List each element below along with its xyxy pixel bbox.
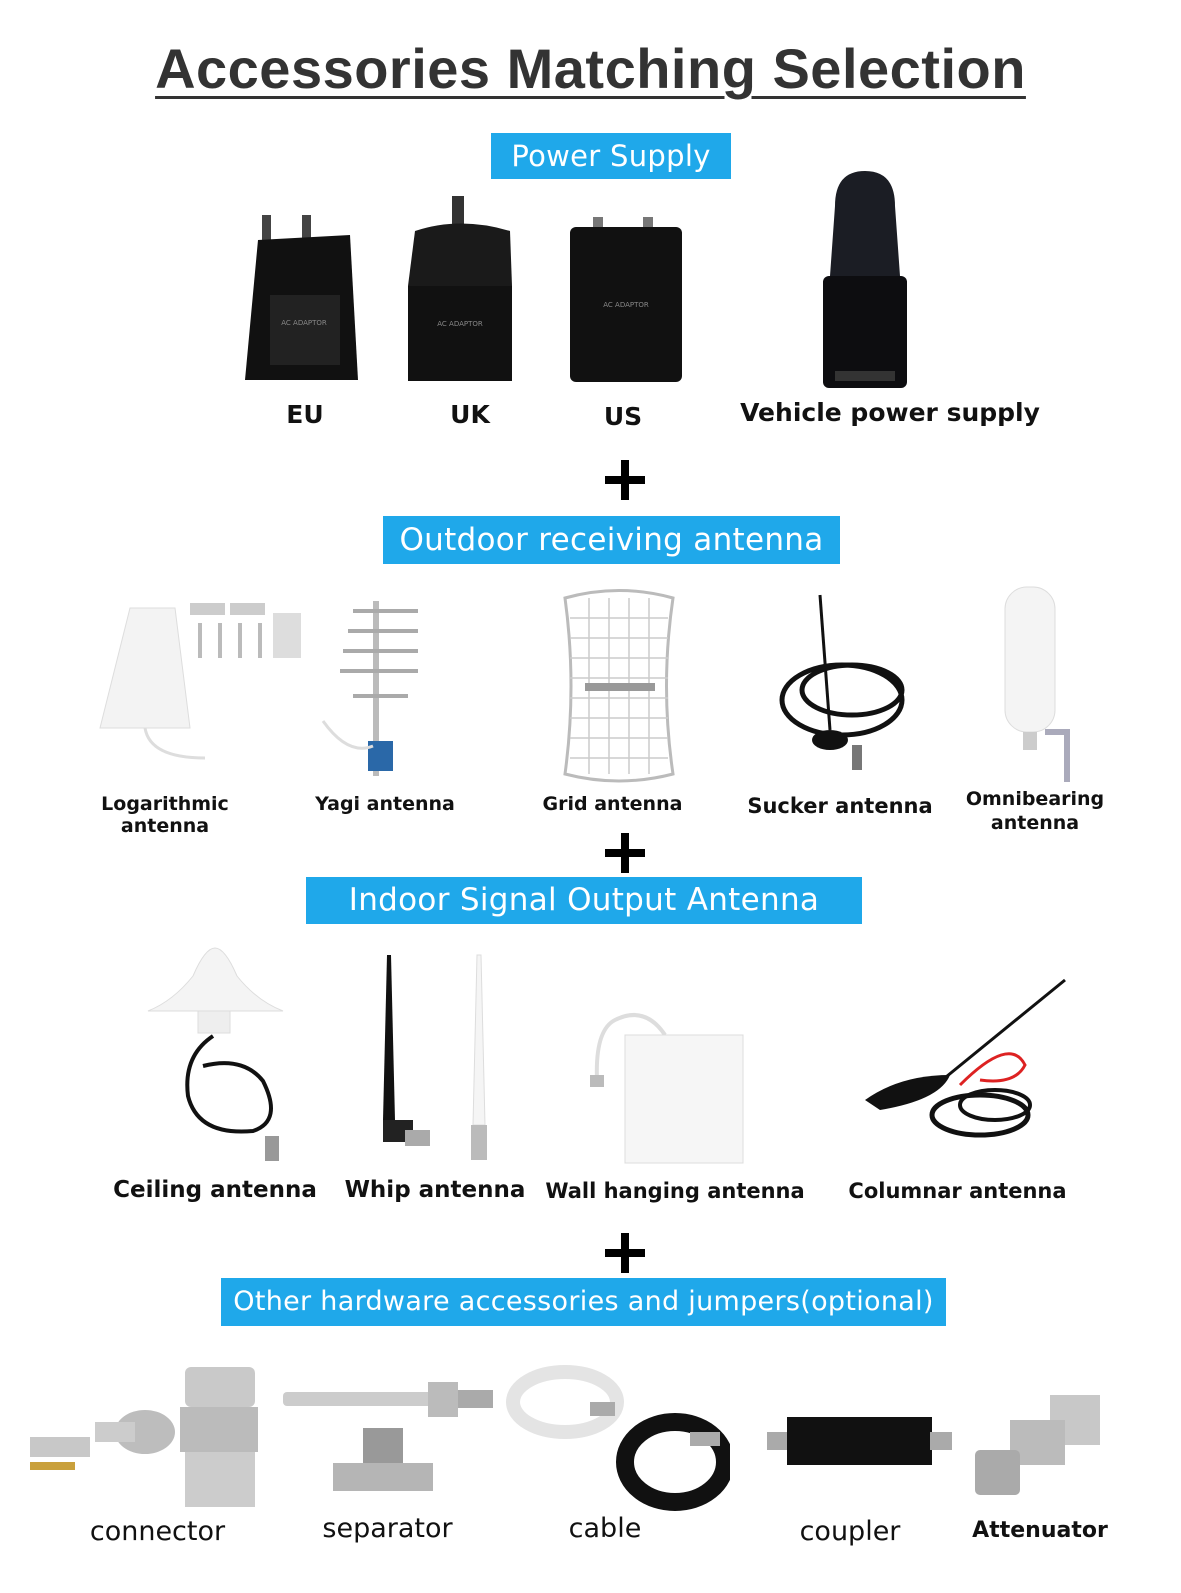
columnar-antenna-label: Columnar antenna [848, 1179, 1067, 1203]
svg-text:AC ADAPTOR: AC ADAPTOR [281, 319, 327, 327]
cable-label: cable [568, 1513, 642, 1544]
logarithmic-antenna-image [95, 598, 305, 773]
coupler-image [762, 1412, 957, 1470]
uk-label: UK [450, 400, 490, 429]
sucker-antenna-label: Sucker antenna [747, 794, 933, 818]
page-title: Accessories Matching Selection [155, 37, 1026, 100]
wall-hanging-antenna-image [585, 1010, 745, 1165]
omnibearing-antenna-label-line2: antenna [990, 812, 1080, 834]
svg-text:AC ADAPTOR: AC ADAPTOR [603, 301, 649, 309]
columnar-antenna-image [860, 975, 1070, 1155]
sucker-antenna-image [772, 590, 920, 780]
eu-label: EU [286, 400, 324, 429]
us-adapter-image: AC ADAPTOR [565, 212, 687, 384]
vehicle-power-supply-label: Vehicle power supply [740, 398, 1040, 427]
wall-hanging-antenna-label: Wall hanging antenna [545, 1179, 805, 1203]
connector-label: connector [89, 1516, 226, 1547]
yagi-antenna-image [318, 596, 438, 786]
whip-antenna-image [375, 950, 495, 1166]
connector-image [25, 1362, 260, 1512]
eu-adapter-image: AC ADAPTOR [240, 205, 365, 385]
omnibearing-antenna-label-line1: Omnibearing [965, 788, 1105, 810]
omnibearing-antenna-image [995, 582, 1075, 782]
plus-icon [605, 460, 645, 500]
power-supply-banner: Power Supply [491, 133, 731, 179]
cable-image [505, 1362, 730, 1517]
coupler-label: coupler [799, 1516, 901, 1547]
plus-icon [605, 1233, 645, 1273]
indoor-antenna-banner: Indoor Signal Output Antenna [306, 877, 862, 924]
vehicle-charger-image [815, 166, 915, 390]
us-label: US [603, 402, 643, 431]
whip-antenna-label: Whip antenna [344, 1177, 526, 1203]
separator-image [278, 1368, 496, 1500]
separator-label: separator [322, 1513, 453, 1544]
grid-antenna-label: Grid antenna [542, 793, 683, 815]
svg-text:AC ADAPTOR: AC ADAPTOR [437, 320, 483, 328]
hardware-accessories-banner: Other hardware accessories and jumpers(o… [221, 1278, 946, 1326]
uk-adapter-image: AC ADAPTOR [400, 196, 520, 386]
yagi-antenna-label: Yagi antenna [315, 793, 455, 815]
ceiling-antenna-label: Ceiling antenna [113, 1177, 317, 1203]
ceiling-antenna-image [143, 946, 288, 1166]
logarithmic-antenna-label: Logarithmic antenna [101, 793, 229, 837]
grid-antenna-image [555, 588, 683, 784]
attenuator-label: Attenuator [972, 1518, 1108, 1543]
attenuator-image [970, 1390, 1105, 1500]
outdoor-antenna-banner: Outdoor receiving antenna [383, 516, 840, 564]
plus-icon [605, 833, 645, 873]
